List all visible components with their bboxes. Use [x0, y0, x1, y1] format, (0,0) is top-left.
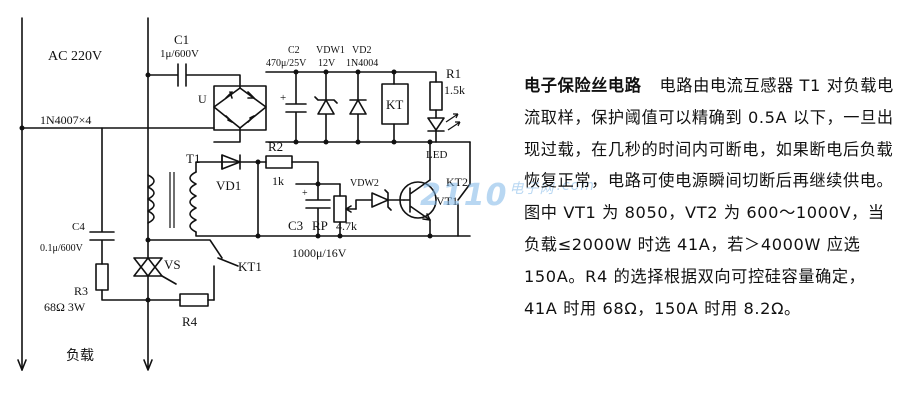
label-r2-name: R2 — [268, 139, 283, 154]
load-arrow-left — [17, 359, 27, 371]
label-vdw2: VDW2 — [350, 178, 379, 189]
top-rail — [265, 71, 437, 83]
load-line-right — [143, 299, 153, 371]
label-led: LED — [426, 149, 447, 161]
label-c4-value: 0.1μ/600V — [40, 243, 84, 254]
label-vdw1-value: 12V — [318, 58, 336, 69]
label-c1-name: C1 — [174, 32, 189, 47]
vdw2-zener — [355, 189, 405, 211]
label-c3-value: 1000μ/16V — [292, 246, 347, 260]
label-bridge: U — [198, 92, 207, 106]
vd1-diode — [221, 154, 259, 170]
label-r1-name: R1 — [446, 66, 461, 81]
t1-transformer — [147, 171, 197, 233]
r4-resistor — [147, 293, 215, 307]
label-vs: VS — [164, 257, 181, 272]
label-vd1: VD1 — [216, 178, 241, 193]
label-r2-value: 1k — [272, 174, 284, 188]
label-c2-value: 470μ/25V — [266, 58, 307, 69]
kt-relay-coil — [381, 71, 409, 143]
c4-capacitor — [89, 127, 115, 265]
circuit-description: 电子保险丝电路电路由电流互感器 T1 对负载电流取样，保护阈值可以精确到 0.5… — [524, 70, 896, 324]
label-c1-value: 1μ/600V — [160, 48, 199, 60]
label-vd2-value: 1N4004 — [346, 58, 378, 69]
kt1-contact — [147, 239, 239, 301]
label-rp: RP — [312, 218, 328, 233]
label-c2-name: C2 — [288, 45, 300, 56]
svg-text:+: + — [280, 92, 286, 104]
vt1-transistor — [399, 141, 437, 237]
label-bridge-diodes: 1N4007×4 — [40, 113, 91, 127]
label-vt1: VT1 — [436, 194, 458, 208]
vdw1-zener — [314, 71, 338, 143]
vd2-diode — [349, 71, 367, 143]
label-c4-name: C4 — [72, 221, 85, 233]
bridge-ac-line — [21, 127, 241, 143]
r2-resistor — [257, 155, 319, 185]
r3-resistor — [95, 263, 149, 301]
junction-dots — [19, 69, 433, 303]
svg-text:+: + — [302, 188, 308, 199]
description-body: 电路由电流互感器 T1 对负载电流取样，保护阈值可以精确到 0.5A 以下，一旦… — [524, 76, 894, 318]
watermark-suffix: 电子网 — [509, 181, 555, 197]
label-kt2: KT2 — [446, 175, 468, 189]
description-title: 电子保险丝电路 — [524, 76, 642, 95]
c2-capacitor: + — [280, 71, 307, 143]
label-rp-value: 4.7k — [336, 219, 357, 233]
watermark-text: 2110 — [420, 178, 508, 213]
label-kt-coil: KT — [386, 97, 403, 112]
label-load: 负载 — [66, 348, 94, 364]
label-r3-name: R3 — [74, 284, 88, 298]
bridge-rectifier — [213, 85, 267, 131]
watermark-domain: .com — [556, 178, 595, 194]
label-kt1: KT1 — [238, 259, 262, 274]
label-r4: R4 — [182, 314, 198, 329]
label-vd2-name: VD2 — [352, 45, 371, 56]
label-ac-source: AC 220V — [48, 49, 102, 64]
t1-secondary-bottom — [195, 231, 471, 237]
c1-capacitor — [147, 63, 241, 89]
kt2-contact — [457, 183, 471, 237]
r1-resistor — [429, 81, 443, 119]
led — [427, 113, 461, 143]
vs-triac — [133, 239, 177, 301]
label-r3-value: 68Ω 3W — [44, 300, 86, 314]
label-r1-value: 1.5k — [444, 83, 465, 97]
label-c3: C3 — [288, 218, 303, 233]
label-vdw1-name: VDW1 — [316, 45, 345, 56]
label-t1: T1 — [186, 151, 200, 166]
t1-secondary-top — [195, 161, 223, 173]
